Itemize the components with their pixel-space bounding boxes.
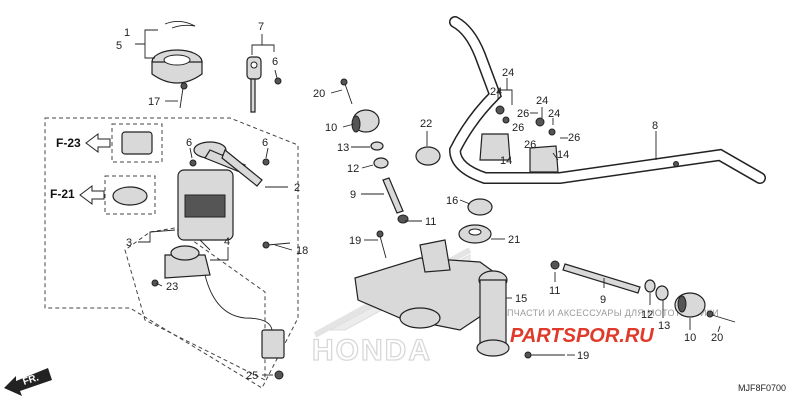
label-part-10-top: 10 bbox=[325, 122, 337, 134]
bolt-20-bottom bbox=[706, 310, 736, 323]
label-part-24-b: 24 bbox=[490, 86, 502, 98]
ignition-switch-part bbox=[177, 141, 270, 251]
label-part-22: 22 bbox=[420, 118, 432, 130]
bolt-17 bbox=[179, 82, 188, 109]
label-part-26-c: 26 bbox=[568, 132, 580, 144]
label-part-5: 5 bbox=[116, 40, 122, 52]
label-part-24-c: 24 bbox=[536, 95, 548, 107]
label-part-26-d: 26 bbox=[524, 139, 536, 151]
end-weight-top bbox=[351, 109, 380, 133]
label-part-17: 17 bbox=[148, 96, 160, 108]
label-part-9-bottom: 9 bbox=[600, 294, 606, 306]
label-part-1: 1 bbox=[124, 27, 130, 39]
front-direction-label: FR. bbox=[22, 372, 41, 388]
label-part-23: 23 bbox=[166, 281, 178, 293]
watermark: HONDA ЗАПЧАСТИ И АКСЕССУАРЫ ДЛЯ МОТОТЕХН… bbox=[311, 247, 719, 368]
label-part-2: 2 bbox=[294, 182, 300, 194]
label-part-14-right: 14 bbox=[557, 149, 569, 161]
label-part-20-top: 20 bbox=[313, 88, 325, 100]
ref-f23-label: F-23 bbox=[56, 136, 81, 150]
leader-lines bbox=[135, 29, 721, 376]
bolt-19-bottom bbox=[524, 351, 565, 359]
label-part-12-top: 12 bbox=[347, 163, 359, 175]
label-part-14-left: 14 bbox=[500, 155, 512, 167]
front-arrow-icon bbox=[4, 368, 52, 396]
handlebar-part bbox=[448, 16, 766, 184]
label-part-6-right: 6 bbox=[262, 137, 268, 149]
label-part-18: 18 bbox=[296, 245, 308, 257]
end-weight-bottom bbox=[674, 292, 706, 318]
label-part-19-bottom: 19 bbox=[577, 350, 589, 362]
bolt-18 bbox=[262, 241, 291, 249]
holder-14-left bbox=[479, 105, 511, 161]
cap-16 bbox=[467, 198, 493, 216]
label-part-13-top: 13 bbox=[337, 142, 349, 154]
label-part-15: 15 bbox=[515, 293, 527, 305]
watermark-brand: HONDA bbox=[312, 334, 432, 367]
key-part bbox=[246, 56, 282, 113]
front-direction-indicator: FR. bbox=[4, 368, 52, 396]
watermark-caption: ЗАПЧАСТИ И АКСЕССУАРЫ ДЛЯ МОТОТЕХНИКИ bbox=[495, 308, 719, 318]
holder-14-right bbox=[529, 117, 559, 173]
collar-13-top bbox=[370, 141, 389, 169]
label-part-3: 3 bbox=[126, 237, 132, 249]
label-part-25: 25 bbox=[246, 370, 258, 382]
switch-harness-part bbox=[151, 245, 285, 380]
label-part-12-bottom: 12 bbox=[641, 309, 653, 321]
label-part-19-top: 19 bbox=[349, 235, 361, 247]
shaft-9-bottom bbox=[550, 260, 641, 294]
label-part-16: 16 bbox=[446, 195, 458, 207]
label-part-26-a: 26 bbox=[517, 108, 529, 120]
label-part-11-top: 11 bbox=[425, 216, 436, 228]
label-part-9-top: 9 bbox=[350, 189, 356, 201]
top-bridge-part bbox=[354, 239, 510, 357]
diagram-code: MJF8F0700 bbox=[738, 383, 786, 393]
label-part-13-bottom: 13 bbox=[658, 320, 670, 332]
lock-cover-part bbox=[151, 21, 203, 84]
shaft-9-top bbox=[382, 177, 409, 224]
label-part-8: 8 bbox=[652, 120, 658, 132]
ref-f21-label: F-21 bbox=[50, 187, 75, 201]
label-part-6-left: 6 bbox=[186, 137, 192, 149]
collar-12-bottom bbox=[644, 279, 669, 301]
bolt-20-top bbox=[340, 78, 353, 105]
ref-f23[interactable]: F-23 bbox=[56, 123, 163, 163]
label-part-4: 4 bbox=[224, 236, 230, 248]
cap-22 bbox=[415, 146, 441, 166]
label-part-21: 21 bbox=[508, 234, 520, 246]
label-part-7: 7 bbox=[258, 21, 264, 33]
watermark-site: PARTSPOR.RU bbox=[510, 325, 654, 347]
nut-21 bbox=[458, 224, 492, 244]
label-part-26-b: 26 bbox=[512, 122, 524, 134]
label-part-10-bottom: 10 bbox=[684, 332, 696, 344]
group-outline-3 bbox=[124, 227, 266, 381]
part-labels: 1 5 17 7 6 6 6 2 3 4 18 23 25 20 10 13 1… bbox=[116, 21, 723, 382]
label-part-24-d: 24 bbox=[548, 108, 560, 120]
ref-f21[interactable]: F-21 bbox=[50, 175, 156, 215]
label-part-11-bottom: 11 bbox=[549, 285, 560, 297]
label-part-24-a: 24 bbox=[502, 67, 514, 79]
label-part-20-bottom: 20 bbox=[711, 332, 723, 344]
label-part-6-key: 6 bbox=[272, 56, 278, 68]
bolt-19-top bbox=[376, 230, 387, 259]
